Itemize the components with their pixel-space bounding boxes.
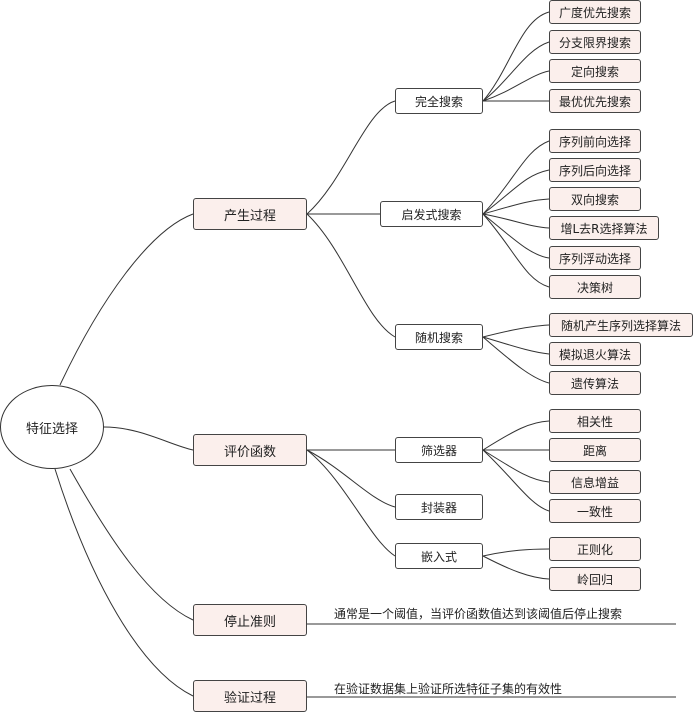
leaf-label: 距离 <box>582 443 607 458</box>
leaf-label: 分支限界搜索 <box>558 35 631 50</box>
root-node-feature-selection: 特征选择 <box>0 385 104 469</box>
leaf-label: 最优优先搜索 <box>558 94 631 109</box>
leaf-node: 随机产生序列选择算法 <box>549 313 693 337</box>
leaf-node: 广度优先搜索 <box>549 0 641 24</box>
node-generation-process: 产生过程 <box>193 198 307 230</box>
leaf-label: 定向搜索 <box>570 64 619 79</box>
node-label: 随机搜索 <box>414 330 463 345</box>
node-label: 评价函数 <box>223 444 276 460</box>
node-label: 筛选器 <box>420 443 457 458</box>
node-random-search: 随机搜索 <box>395 324 483 350</box>
leaf-label: 遗传算法 <box>570 376 619 391</box>
leaf-node: 遗传算法 <box>549 371 641 395</box>
leaf-node: 双向搜索 <box>549 187 641 211</box>
node-label: 嵌入式 <box>420 549 457 564</box>
leaf-label: 岭回归 <box>576 572 613 587</box>
leaf-label: 正则化 <box>576 542 613 557</box>
leaf-label: 模拟退火算法 <box>558 347 631 362</box>
node-evaluation-function: 评价函数 <box>193 434 307 466</box>
leaf-label: 序列前向选择 <box>558 134 631 149</box>
leaf-label: 广度优先搜索 <box>558 5 631 20</box>
leaf-node: 一致性 <box>549 499 641 523</box>
node-label: 停止准则 <box>223 614 276 630</box>
node-filter: 筛选器 <box>395 437 483 463</box>
leaf-node: 增L去R选择算法 <box>549 216 659 240</box>
leaf-label: 序列后向选择 <box>558 163 631 178</box>
root-label: 特征选择 <box>25 421 78 437</box>
leaf-node: 分支限界搜索 <box>549 30 641 54</box>
node-label: 启发式搜索 <box>401 207 462 222</box>
leaf-label: 信息增益 <box>570 475 619 490</box>
leaf-node: 序列后向选择 <box>549 158 641 182</box>
node-label: 完全搜索 <box>414 94 463 109</box>
leaf-node: 正则化 <box>549 537 641 561</box>
node-stopping-criterion: 停止准则 <box>193 604 307 636</box>
node-label: 验证过程 <box>223 690 276 706</box>
node-label: 产生过程 <box>223 208 276 224</box>
node-complete-search: 完全搜索 <box>395 88 483 114</box>
leaf-label: 增L去R选择算法 <box>560 221 648 236</box>
leaf-node: 信息增益 <box>549 470 641 494</box>
node-embedded: 嵌入式 <box>395 543 483 569</box>
leaf-label: 序列浮动选择 <box>558 251 631 266</box>
stopping-criterion-note: 通常是一个阈值，当评价函数值达到该阈值后停止搜索 <box>334 607 623 621</box>
leaf-node: 定向搜索 <box>549 59 641 83</box>
leaf-label: 相关性 <box>576 414 613 429</box>
node-wrapper: 封装器 <box>395 494 483 520</box>
leaf-node: 决策树 <box>549 275 641 299</box>
leaf-label: 一致性 <box>576 504 613 519</box>
leaf-node: 距离 <box>549 438 641 462</box>
node-heuristic-search: 启发式搜索 <box>380 201 483 227</box>
leaf-node: 序列浮动选择 <box>549 246 641 270</box>
leaf-node: 模拟退火算法 <box>549 342 641 366</box>
leaf-node: 岭回归 <box>549 567 641 591</box>
leaf-label: 决策树 <box>576 280 613 295</box>
leaf-node: 最优优先搜索 <box>549 89 641 113</box>
leaf-node: 序列前向选择 <box>549 129 641 153</box>
validation-process-note: 在验证数据集上验证所选特征子集的有效性 <box>334 682 563 696</box>
leaf-node: 相关性 <box>549 409 641 433</box>
leaf-label: 随机产生序列选择算法 <box>560 318 681 333</box>
node-validation-process: 验证过程 <box>193 680 307 712</box>
node-label: 封装器 <box>420 500 457 515</box>
leaf-label: 双向搜索 <box>570 192 619 207</box>
